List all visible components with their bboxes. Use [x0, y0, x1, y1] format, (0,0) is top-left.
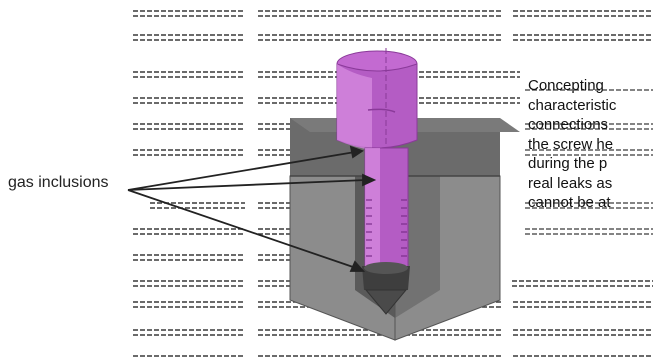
- body-text-line: the screw he: [528, 135, 653, 155]
- body-text-line: during the p: [528, 154, 653, 174]
- callout-label-gas-inclusions: gas inclusions: [8, 174, 109, 192]
- body-text-line: connections: [528, 115, 653, 135]
- body-text-line: Concepting: [528, 76, 653, 96]
- body-text-line: characteristic: [528, 96, 653, 116]
- body-text-line: real leaks as: [528, 174, 653, 194]
- body-text-block: Concepting characteristic connections th…: [528, 76, 653, 213]
- body-text-line: cannot be at: [528, 193, 653, 213]
